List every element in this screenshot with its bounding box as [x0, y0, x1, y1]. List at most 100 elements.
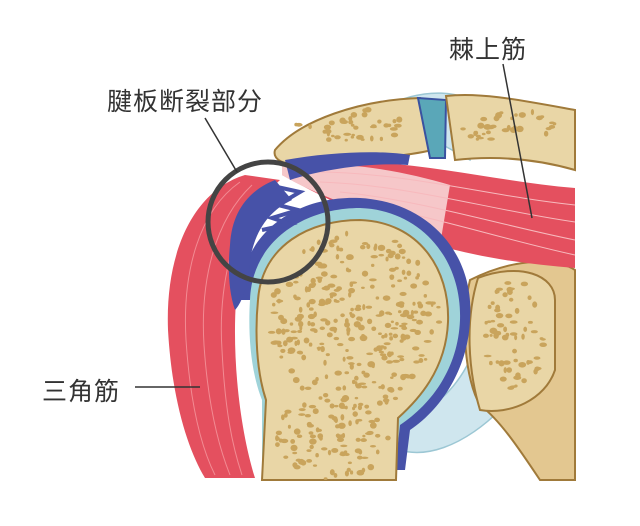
- bone-dot: [338, 422, 346, 429]
- bone-dot: [495, 313, 504, 319]
- bone-dot: [400, 373, 407, 381]
- bone-dot: [371, 326, 377, 331]
- bone-dot: [499, 376, 507, 382]
- bone-dot: [272, 302, 276, 307]
- bone-dot: [338, 434, 346, 438]
- bone-dot: [410, 309, 414, 316]
- bone-dot: [347, 461, 352, 465]
- bone-dot: [512, 348, 517, 354]
- bone-dot: [371, 124, 377, 128]
- bone-dot: [489, 333, 493, 337]
- bone-dot: [275, 328, 282, 335]
- bone-dot: [536, 115, 543, 121]
- bone-dot: [316, 346, 323, 350]
- bone-dot: [323, 301, 330, 305]
- bone-dot: [411, 318, 417, 322]
- bone-dot: [375, 449, 380, 455]
- bone-dot: [503, 360, 511, 365]
- bone-dot: [370, 263, 375, 267]
- bone-dot: [527, 295, 532, 301]
- deltoid-muscle: [167, 175, 280, 478]
- bone-dot: [379, 310, 385, 317]
- bone-dot: [334, 135, 341, 140]
- bone-dot: [424, 311, 432, 317]
- bone-dot: [327, 283, 336, 288]
- bone-dot: [356, 316, 362, 321]
- bone-dot: [335, 433, 341, 438]
- bone-dot: [288, 368, 296, 374]
- bone-dot: [402, 324, 407, 329]
- bone-dot: [496, 323, 505, 328]
- bone-dot: [383, 342, 391, 346]
- bone-dot: [286, 336, 294, 343]
- bone-dot: [349, 363, 354, 370]
- bone-dot: [356, 455, 363, 460]
- bone-dot: [333, 288, 341, 292]
- bone-dot: [518, 112, 526, 118]
- bone-dot: [344, 321, 350, 328]
- bone-texture: [267, 107, 557, 481]
- bone-dot: [338, 247, 344, 252]
- bone-dot: [301, 354, 307, 361]
- bone-dot: [284, 409, 292, 414]
- bone-dot: [548, 125, 556, 129]
- bone-dot: [435, 320, 443, 324]
- bone-dot: [505, 313, 513, 319]
- bone-dot: [333, 473, 338, 478]
- bone-dot: [345, 348, 349, 353]
- bone-dot: [352, 411, 358, 417]
- bone-dot: [378, 350, 385, 354]
- bone-dot: [385, 435, 391, 441]
- bone-dot: [406, 270, 412, 276]
- bone-dot: [325, 353, 330, 357]
- bone-dot: [388, 267, 396, 272]
- bone-dot: [309, 438, 317, 445]
- bone-dot: [480, 116, 488, 122]
- bone-dot: [308, 342, 313, 347]
- bone-dot: [508, 297, 514, 302]
- bone-dot: [312, 464, 318, 467]
- bone-dot: [534, 366, 541, 372]
- bone-dot: [363, 372, 370, 378]
- bone-dot: [294, 296, 301, 301]
- bone-dot: [348, 420, 352, 427]
- bone-dot: [280, 348, 286, 353]
- bone-dot: [406, 258, 412, 265]
- bone-dot: [379, 353, 387, 357]
- bone-dot: [355, 437, 361, 442]
- bone-dot: [334, 404, 339, 408]
- bone-dot: [360, 456, 369, 460]
- bone-dot: [341, 119, 348, 124]
- bone-dot: [520, 281, 529, 287]
- bone-dot: [540, 338, 546, 341]
- bone-dot: [422, 280, 430, 286]
- bone-dot: [381, 355, 388, 361]
- bone-dot: [304, 414, 311, 418]
- bone-dot: [399, 291, 407, 297]
- bone-dot: [486, 320, 492, 324]
- bone-dot: [388, 332, 393, 336]
- bone-dot: [391, 372, 398, 377]
- bone-dot: [361, 242, 369, 245]
- bone-dot: [297, 329, 303, 333]
- bone-dot: [333, 326, 337, 333]
- bone-dot: [290, 444, 298, 452]
- bone-dot: [417, 303, 424, 309]
- bone-dot: [306, 302, 311, 308]
- bone-dot: [371, 380, 377, 384]
- bone-dot: [514, 334, 518, 341]
- bone-dot: [292, 451, 298, 455]
- bone-dot: [390, 132, 399, 138]
- bone-dot: [467, 134, 475, 139]
- bone-dot: [342, 356, 346, 362]
- bone-dot: [350, 135, 355, 139]
- bone-dot: [514, 384, 518, 388]
- bone-dot: [329, 469, 335, 476]
- bone-dot: [274, 288, 281, 295]
- bone-dot: [350, 281, 358, 284]
- bone-dot: [275, 436, 280, 441]
- bone-dot: [329, 295, 334, 299]
- bone-dot: [359, 244, 366, 250]
- bone-dot: [293, 428, 301, 435]
